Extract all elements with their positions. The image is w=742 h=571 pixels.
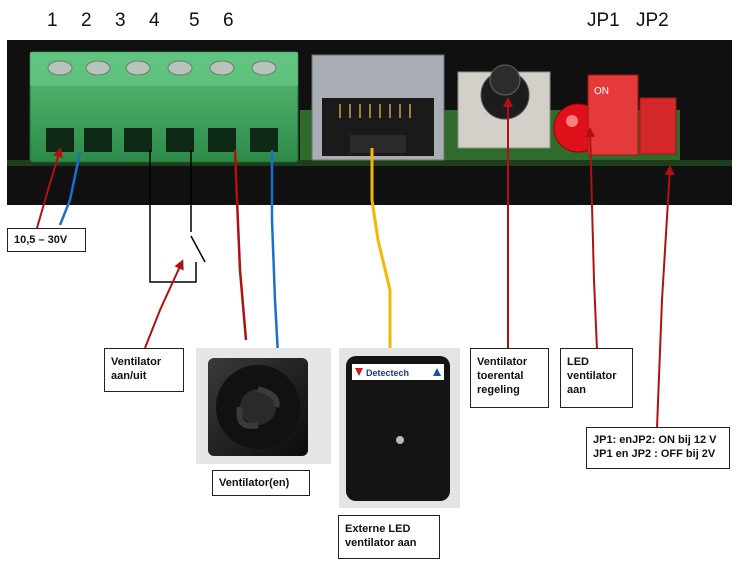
label-external-led: Externe LED ventilator aan [338, 515, 440, 559]
jumper-label-jp2: JP2 [636, 10, 669, 31]
label-power-supply: 10,5 – 30V [7, 228, 86, 252]
wires [58, 148, 392, 360]
jumper-label-jp1: JP1 [587, 10, 620, 31]
device-brand-text: Detectech [366, 368, 409, 378]
potentiometer [457, 64, 551, 149]
terminal-number-2: 2 [81, 10, 92, 31]
terminal-block [29, 51, 299, 163]
fan-photo [196, 348, 331, 464]
external-led-photo: Detectech [339, 348, 460, 508]
pointer-arrows [36, 97, 675, 429]
dip-switch: ON [587, 74, 677, 156]
terminal-number-1: 1 [47, 10, 58, 31]
label-fans: Ventilator(en) [212, 470, 310, 496]
terminal-number-3: 3 [115, 10, 126, 31]
rj45-connector [311, 54, 445, 161]
switch-on-text: ON [594, 86, 609, 97]
label-jumper-settings: JP1: enJP2: ON bij 12 V JP1 en JP2 : OFF… [586, 427, 730, 469]
label-led: LED ventilator aan [560, 348, 633, 408]
terminal-number-4: 4 [149, 10, 160, 31]
terminal-number-6: 6 [223, 10, 234, 31]
terminal-number-5: 5 [189, 10, 200, 31]
label-speed-control: Ventilator toerental regeling [470, 348, 549, 408]
label-fan-switch: Ventilator aan/uit [104, 348, 184, 392]
switch-loop [149, 150, 206, 283]
